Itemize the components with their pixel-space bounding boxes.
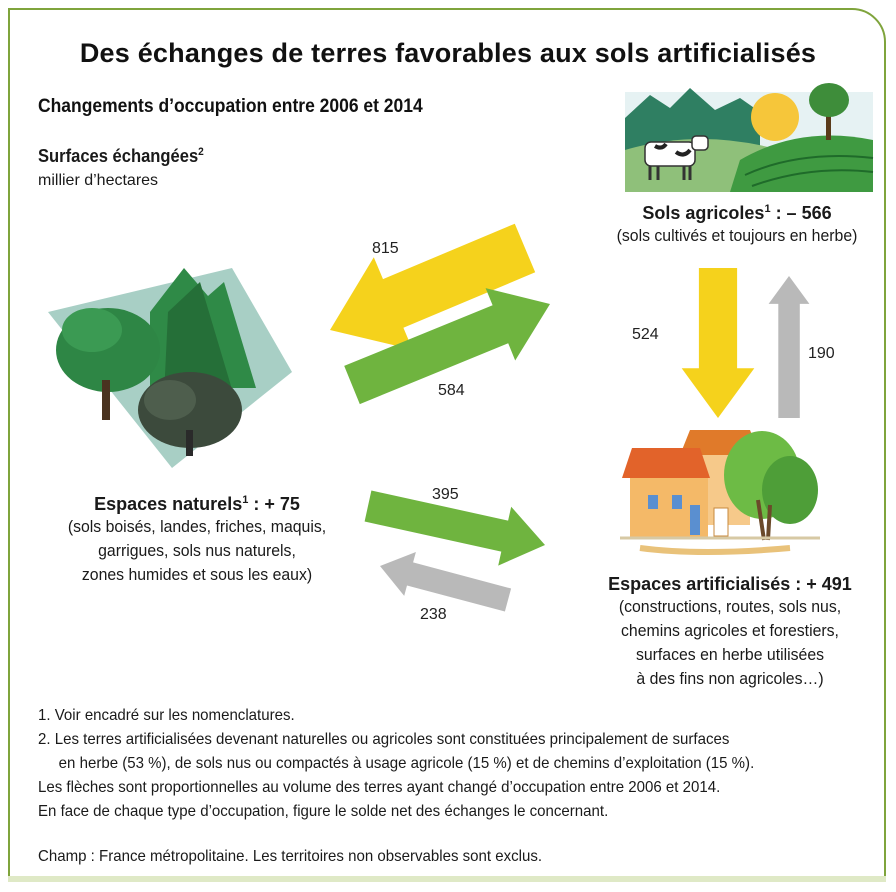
node-espaces-naturels: Espaces naturels1 : + 75 (sols boisés, l… bbox=[22, 494, 372, 587]
flow-label-agri-to-art: 524 bbox=[632, 326, 659, 343]
node-title-agricoles: Sols agricoles1 : – 566 bbox=[582, 203, 892, 224]
footnote-2-cont: en herbe (53 %), de sols nus ou compacté… bbox=[58, 755, 755, 772]
flow-label-art-to-nat: 238 bbox=[420, 606, 447, 623]
arrow-art-to-nat bbox=[380, 552, 512, 612]
node-title-artificialises: Espaces artificialisés : + 491 bbox=[580, 574, 880, 595]
note-arrows: Les flèches sont proportionnelles au vol… bbox=[38, 779, 721, 796]
arrow-nat-to-art bbox=[364, 490, 545, 566]
node-name: Espaces naturels bbox=[94, 494, 243, 514]
diagram-title: Des échanges de terres favorables aux so… bbox=[79, 38, 817, 68]
net-balance: : – 566 bbox=[770, 203, 832, 223]
footnote-ref: 1 bbox=[242, 494, 249, 506]
cow-icon bbox=[644, 135, 709, 180]
footnote-ref: 1 bbox=[764, 203, 771, 215]
node-desc-line: (sols boisés, landes, friches, maquis, bbox=[67, 517, 327, 536]
net-balance: : + 491 bbox=[790, 574, 852, 594]
flow-label-nat-to-agri: 584 bbox=[438, 382, 465, 399]
node-desc-line: surfaces en herbe utilisées bbox=[635, 645, 825, 664]
flow-label-nat-to-art: 395 bbox=[432, 486, 459, 503]
node-desc-line: zones humides et sous les eaux) bbox=[81, 565, 313, 584]
houses-icon bbox=[620, 430, 820, 555]
flow-label-agri-to-nat: 815 bbox=[372, 240, 399, 257]
scope-text: : France métropolitaine. Les territoires… bbox=[86, 848, 543, 865]
unit-label: millier d’hectares bbox=[38, 172, 159, 189]
farm-landscape-icon bbox=[625, 83, 874, 192]
node-desc-line: (constructions, routes, sols nus, bbox=[618, 597, 842, 616]
node-name: Espaces artificialisés bbox=[608, 574, 791, 594]
footnotes: 1. Voir encadré sur les nomenclatures. 2… bbox=[38, 704, 828, 824]
node-name: Sols agricoles bbox=[642, 203, 765, 223]
surfaces-label: Surfaces échangées2 bbox=[38, 146, 204, 167]
note-balance: En face de chaque type d’occupation, fig… bbox=[38, 803, 609, 820]
flow-arrows bbox=[330, 223, 810, 612]
flow-label-art-to-agri: 190 bbox=[808, 345, 835, 362]
node-desc-line: chemins agricoles et forestiers, bbox=[621, 621, 839, 640]
scope-label: Champ bbox=[38, 848, 87, 865]
surfaces-label-text: Surfaces échangées bbox=[38, 146, 199, 166]
arrow-nat-to-agri bbox=[344, 288, 550, 405]
surfaces-footnote-ref: 2 bbox=[198, 146, 204, 158]
node-desc-line: (sols cultivés et toujours en herbe) bbox=[616, 226, 858, 245]
node-sols-agricoles: Sols agricoles1 : – 566 (sols cultivés e… bbox=[582, 203, 892, 248]
arrow-art-to-agri bbox=[768, 276, 810, 418]
scope-note: Champ : France métropolitaine. Les terri… bbox=[38, 848, 542, 866]
net-balance: : + 75 bbox=[248, 494, 300, 514]
diagram-subtitle: Changements d’occupation entre 2006 et 2… bbox=[38, 96, 423, 117]
node-espaces-artificialises: Espaces artificialisés : + 491 (construc… bbox=[580, 574, 880, 691]
node-desc-line: garrigues, sols nus naturels, bbox=[98, 541, 296, 560]
frame-bottom-band bbox=[8, 876, 886, 882]
node-title-naturels: Espaces naturels1 : + 75 bbox=[22, 494, 372, 515]
footnote-2: 2. Les terres artificialisées devenant n… bbox=[38, 731, 730, 748]
arrow-agri-to-art bbox=[681, 268, 755, 418]
footnote-1: 1. Voir encadré sur les nomenclatures. bbox=[38, 707, 295, 724]
forest-icon bbox=[48, 268, 292, 468]
arrow-agri-to-nat bbox=[330, 223, 536, 350]
node-desc-line: à des fins non agricoles…) bbox=[636, 669, 824, 688]
